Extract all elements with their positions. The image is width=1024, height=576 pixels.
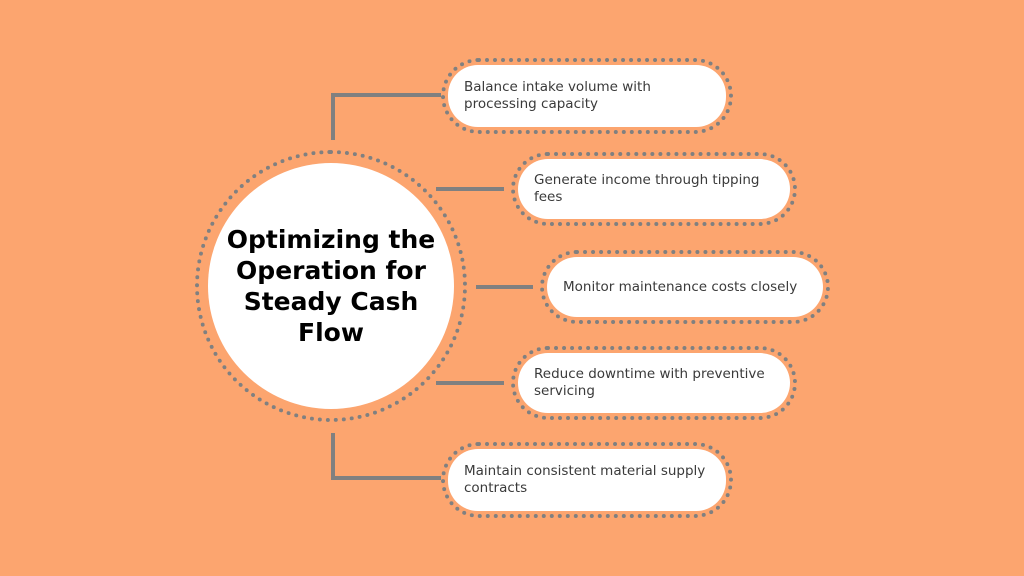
item-5-dotted-ring (441, 442, 733, 518)
item-1-dotted-ring (441, 58, 733, 134)
central-hub-circle: Optimizing the Operation for Steady Cash… (208, 163, 454, 409)
connector-item-5 (331, 433, 441, 480)
item-1-node: Balance intake volume with processing ca… (448, 65, 726, 127)
item-5-node: Maintain consistent material supply cont… (448, 449, 726, 511)
item-2-dotted-ring (511, 152, 797, 226)
item-4-node: Reduce downtime with preventive servicin… (518, 353, 790, 413)
item-3-label: Monitor maintenance costs closely (563, 278, 798, 295)
hub-title: Optimizing the Operation for Steady Cash… (226, 225, 436, 347)
item-3-node: Monitor maintenance costs closely (547, 257, 823, 317)
item-4-label: Reduce downtime with preventive servicin… (534, 366, 765, 399)
connector-item-1 (331, 93, 441, 140)
item-2-label: Generate income through tipping fees (534, 172, 760, 205)
item-5-label: Maintain consistent material supply cont… (464, 463, 706, 496)
item-2-node: Generate income through tipping fees (518, 159, 790, 219)
item-1-label: Balance intake volume with processing ca… (464, 79, 651, 112)
item-4-dotted-ring (511, 346, 797, 420)
hub-dotted-ring (195, 150, 467, 422)
item-3-dotted-ring (540, 250, 830, 324)
